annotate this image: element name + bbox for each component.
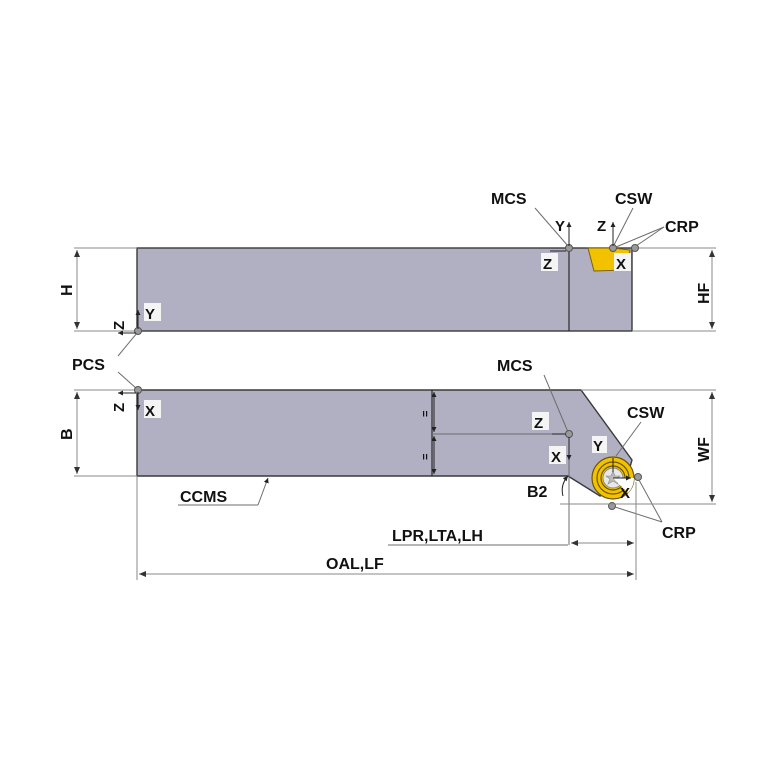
bottom-crp-point-side <box>634 473 642 481</box>
lpr-lta-lh-label: LPR,LTA,LH <box>392 528 483 545</box>
top-view: X H HF MCS Y Z CSW Z CRP Y <box>59 191 716 336</box>
top-mcs-z-axis-label: Z <box>543 256 552 273</box>
half-mark-upper: = <box>420 411 432 417</box>
wf-label: WF <box>696 437 713 462</box>
top-mcs-label: MCS <box>491 191 527 208</box>
bottom-pcs-x-axis-label: X <box>145 403 155 420</box>
bottom-mcs-label: MCS <box>497 358 533 375</box>
h-label: H <box>59 284 76 296</box>
hf-label: HF <box>696 282 713 304</box>
bottom-csw-y-axis-label: Y <box>593 438 603 455</box>
top-csw-z-axis-label: Z <box>597 218 606 235</box>
top-csw-label: CSW <box>615 191 653 208</box>
bottom-mcs-leader <box>543 374 569 433</box>
bottom-mcs-x-tag-bg <box>549 446 566 464</box>
top-csw-leader <box>613 207 634 246</box>
top-mcs-leader <box>534 207 569 247</box>
bottom-crp-label: CRP <box>662 525 696 542</box>
top-pcs-y-axis-label: Y <box>145 306 155 323</box>
bottom-csw-y-tag-bg <box>592 436 607 453</box>
bottom-mcs-x-axis-label: X <box>551 449 561 466</box>
bottom-mcs-z-tag-bg <box>532 412 549 430</box>
bottom-csw-leader <box>615 421 642 457</box>
ccms-label: CCMS <box>180 489 227 506</box>
bottom-crp-leader-2 <box>614 506 663 523</box>
bottom-mcs-z-axis-label: Z <box>534 415 543 432</box>
bottom-mcs-point <box>565 430 573 438</box>
bottom-view: = = B X Z CCMS MCS Z X B2 <box>59 358 716 580</box>
mcs-z-tag-bg <box>541 253 558 271</box>
ccms-leader <box>257 477 269 506</box>
csw-x-tag-bg <box>614 253 631 271</box>
bottom-csw-label: CSW <box>627 405 665 422</box>
bottom-shank-body <box>136 389 633 497</box>
top-crp-leader-1 <box>615 226 665 248</box>
b-label: B <box>59 428 76 440</box>
top-crp-point <box>631 244 639 252</box>
pcs-label: PCS <box>72 357 105 374</box>
bottom-crp-leader-1 <box>638 479 663 523</box>
oal-lf-label: OAL,LF <box>326 556 384 573</box>
b2-label: B2 <box>527 484 548 501</box>
pcs-leader-bottom <box>117 371 138 390</box>
b2-angle-arc <box>561 475 569 497</box>
half-mark-lower: = <box>420 454 432 460</box>
top-crp-label: CRP <box>665 219 699 236</box>
top-pcs-z-axis-label: Z <box>111 321 128 330</box>
bottom-csw-x-axis-label: X <box>620 485 630 502</box>
top-crp-leader-2 <box>635 226 665 247</box>
bottom-pcs-z-axis-label: Z <box>111 403 128 412</box>
top-csw-x-axis-label: X <box>616 256 626 273</box>
pcs-x-tag-bg <box>144 400 161 418</box>
top-mcs-y-axis-label: Y <box>555 218 565 235</box>
pcs-y-tag-bg <box>144 303 161 321</box>
pcs-leader-top <box>117 332 138 357</box>
